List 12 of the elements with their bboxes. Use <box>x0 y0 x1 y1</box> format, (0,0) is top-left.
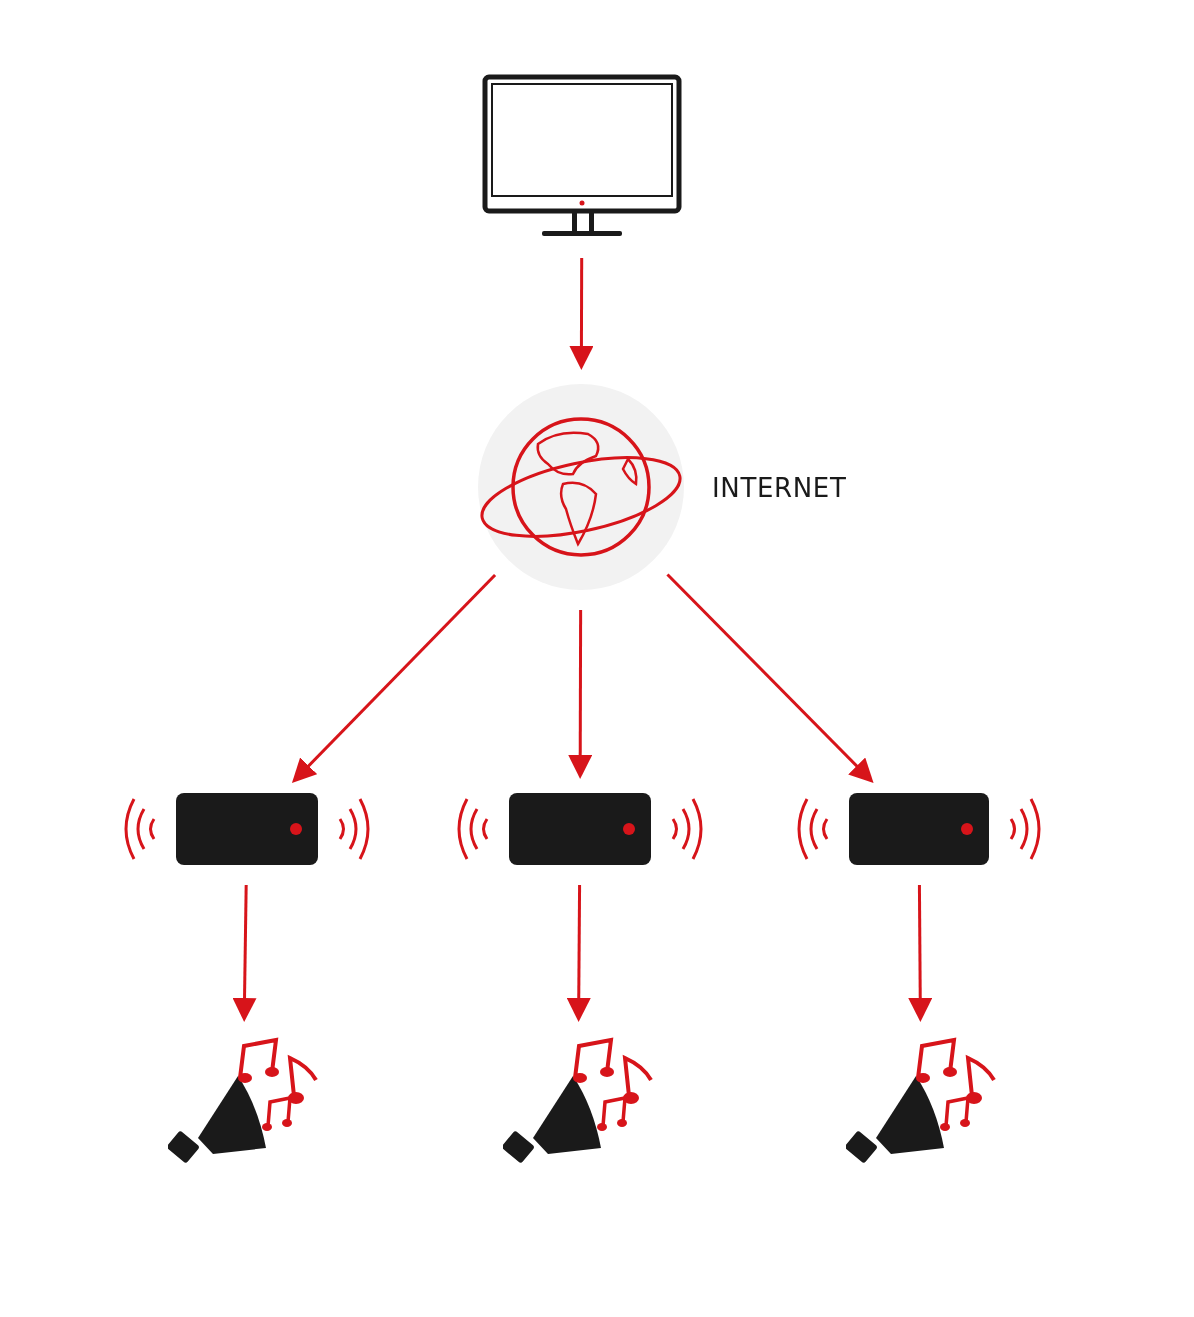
arrow <box>232 884 257 1022</box>
arrow <box>291 573 497 783</box>
arrow <box>666 573 874 784</box>
streaming-device <box>509 793 651 865</box>
arrow <box>568 610 593 779</box>
streaming-device <box>849 793 989 865</box>
arrow <box>569 258 594 370</box>
arrow <box>566 885 591 1022</box>
streaming-device <box>176 793 318 865</box>
monitor-drawing <box>482 74 682 238</box>
node-caption: INTERNET <box>712 472 847 505</box>
arrow <box>908 885 933 1022</box>
